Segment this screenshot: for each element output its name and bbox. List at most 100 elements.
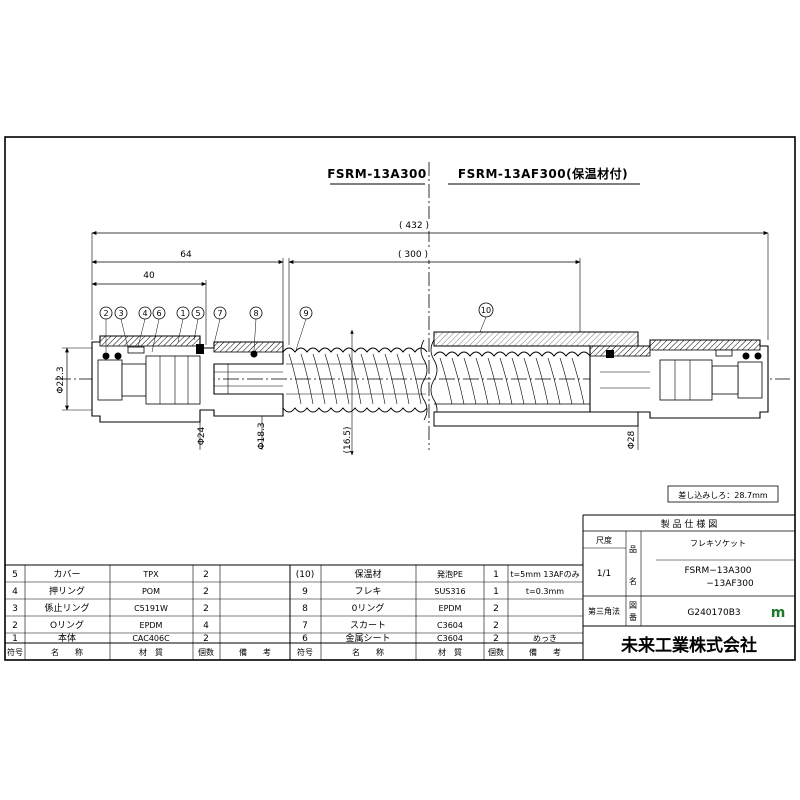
svg-text:番: 番 bbox=[629, 612, 637, 622]
title-block: 製 品 仕 様 図 尺度 1/1 品 名 フレキソケット FSRM−13A300… bbox=[583, 514, 795, 656]
balloon-2: 2 bbox=[99, 306, 113, 352]
dimension-phi18-3: Φ18.3 bbox=[257, 416, 267, 450]
svg-text:第三角法: 第三角法 bbox=[588, 606, 620, 616]
svg-text:尺度: 尺度 bbox=[596, 535, 612, 545]
svg-text:スカート: スカート bbox=[350, 620, 386, 631]
table-row: 7 スカート C3604 2 bbox=[302, 620, 499, 631]
svg-text:POM: POM bbox=[142, 587, 160, 596]
svg-text:C3604: C3604 bbox=[437, 621, 463, 630]
svg-text:備 考: 備 考 bbox=[239, 647, 271, 657]
svg-text:4: 4 bbox=[142, 309, 147, 318]
svg-text:8: 8 bbox=[253, 309, 258, 318]
balloon-1: 1 bbox=[176, 306, 190, 343]
svg-text:保温材: 保温材 bbox=[354, 568, 381, 580]
dimension-64: 64 bbox=[91, 250, 284, 345]
table-row: 3 係止リング C5191W 2 bbox=[12, 602, 209, 614]
insertion-note: 差し込みしろ：28.7mm bbox=[667, 485, 779, 503]
svg-text:品: 品 bbox=[629, 545, 637, 554]
svg-text:6: 6 bbox=[302, 634, 308, 644]
dim-phi28-text: Φ28 bbox=[627, 430, 637, 449]
svg-text:1/1: 1/1 bbox=[597, 569, 611, 579]
dimension-phi22-3: Φ22.3 bbox=[56, 347, 92, 411]
svg-text:EPDM: EPDM bbox=[439, 604, 462, 613]
svg-text:7: 7 bbox=[217, 309, 222, 318]
svg-text:3: 3 bbox=[118, 309, 123, 318]
svg-text:個数: 個数 bbox=[198, 647, 214, 657]
svg-text:2: 2 bbox=[203, 570, 209, 580]
svg-text:5: 5 bbox=[12, 570, 18, 580]
right-assembly bbox=[433, 331, 769, 427]
dimension-300: ( 300 ) bbox=[288, 248, 581, 345]
svg-text:9: 9 bbox=[302, 587, 308, 597]
svg-text:CAC406C: CAC406C bbox=[132, 634, 170, 643]
bom-right-rows: (10) 保温材 発泡PE 1 t=5mm 13AFのみ 9 フレキ SUS31… bbox=[296, 568, 580, 644]
svg-text:0リング: 0リング bbox=[352, 602, 385, 614]
svg-text:押リング: 押リング bbox=[49, 585, 85, 597]
svg-text:(10): (10) bbox=[296, 570, 314, 580]
svg-text:5: 5 bbox=[195, 309, 200, 318]
dim-phi22-3-text: Φ22.3 bbox=[56, 366, 66, 393]
flex-tube bbox=[282, 347, 428, 413]
svg-text:−13AF300: −13AF300 bbox=[706, 579, 754, 589]
svg-text:1: 1 bbox=[180, 309, 185, 318]
svg-text:t=0.3mm: t=0.3mm bbox=[526, 587, 564, 596]
bom-table bbox=[5, 515, 584, 660]
svg-text:2: 2 bbox=[493, 621, 499, 631]
svg-text:名 称: 名 称 bbox=[51, 647, 83, 657]
svg-text:カバー: カバー bbox=[53, 569, 80, 580]
balloon-3: 3 bbox=[114, 306, 129, 349]
balloon-8: 8 bbox=[249, 306, 263, 351]
svg-text:C3604: C3604 bbox=[437, 634, 463, 643]
svg-text:2: 2 bbox=[12, 621, 18, 631]
table-row: 1 本体 CAC406C 2 bbox=[12, 632, 209, 644]
dim-phi24-text: Φ24 bbox=[197, 426, 207, 445]
svg-text:1: 1 bbox=[12, 634, 18, 644]
svg-text:金属シート: 金属シート bbox=[345, 632, 390, 644]
dimension-phi24: Φ24 bbox=[197, 418, 207, 450]
svg-text:図: 図 bbox=[629, 601, 637, 610]
dim-overall-text: ( 432 ) bbox=[399, 221, 429, 231]
balloon-5: 5 bbox=[191, 306, 205, 341]
dim-64-text: 64 bbox=[180, 250, 192, 260]
svg-text:係止リング: 係止リング bbox=[44, 602, 89, 614]
svg-text:Oリング: Oリング bbox=[50, 619, 84, 631]
table-row: 8 0リング EPDM 2 bbox=[302, 602, 499, 614]
bom-header: 符号 名 称 材 質 個数 備 考 符号 名 称 材 質 個数 備 考 bbox=[7, 647, 561, 657]
table-row: 2 Oリング EPDM 4 bbox=[12, 619, 209, 631]
company-logo: m bbox=[771, 605, 786, 621]
svg-text:1: 1 bbox=[493, 570, 499, 580]
svg-text:個数: 個数 bbox=[488, 647, 504, 657]
table-row: (10) 保温材 発泡PE 1 t=5mm 13AFのみ bbox=[296, 568, 580, 580]
table-row: 6 金属シート C3604 2 めっき bbox=[302, 632, 557, 644]
svg-text:2: 2 bbox=[103, 309, 108, 318]
table-row: 9 フレキ SUS316 1 t=0.3mm bbox=[302, 587, 564, 597]
balloon-6: 6 bbox=[151, 306, 166, 353]
svg-text:4: 4 bbox=[12, 587, 18, 597]
svg-text:1: 1 bbox=[493, 587, 499, 597]
title-block-title: 製 品 仕 様 図 bbox=[661, 518, 717, 530]
svg-text:発泡PE: 発泡PE bbox=[437, 569, 463, 579]
svg-text:符号: 符号 bbox=[297, 647, 313, 657]
company-name: 未来工業株式会社 bbox=[620, 635, 757, 656]
svg-text:めっき: めっき bbox=[533, 634, 557, 643]
svg-text:備 考: 備 考 bbox=[529, 647, 561, 657]
svg-text:名 称: 名 称 bbox=[352, 647, 384, 657]
svg-text:4: 4 bbox=[203, 621, 209, 631]
svg-text:2: 2 bbox=[493, 604, 499, 614]
dimension-overall: ( 432 ) bbox=[91, 219, 769, 340]
svg-text:EPDM: EPDM bbox=[140, 621, 163, 630]
dimension-phi28: Φ28 bbox=[627, 426, 639, 450]
svg-text:C5191W: C5191W bbox=[134, 604, 168, 613]
svg-text:材 質: 材 質 bbox=[438, 647, 462, 657]
left-fitting bbox=[91, 335, 284, 423]
dim-40-text: 40 bbox=[143, 271, 155, 281]
table-row: 4 押リング POM 2 bbox=[12, 585, 209, 597]
svg-text:6: 6 bbox=[156, 309, 161, 318]
svg-text:2: 2 bbox=[203, 634, 209, 644]
svg-text:7: 7 bbox=[302, 621, 308, 631]
drawing-number: G240170B3 bbox=[687, 608, 740, 618]
svg-text:TPX: TPX bbox=[142, 570, 159, 579]
balloon-9: 9 bbox=[295, 306, 313, 351]
